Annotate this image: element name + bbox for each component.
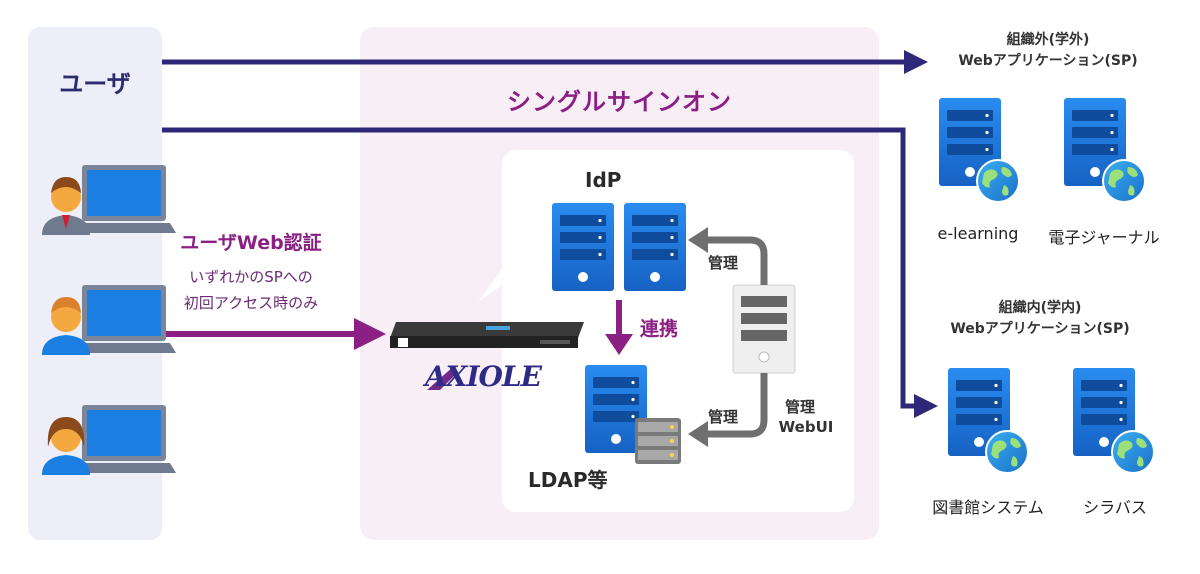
globe-icon <box>1102 159 1146 203</box>
axiole-appliance <box>390 322 584 348</box>
ldap-storage <box>635 418 681 464</box>
sp-elearning-label: e-learning <box>937 224 1019 243</box>
globe-icon <box>976 159 1020 203</box>
idp-server-2 <box>624 203 686 291</box>
webui-server <box>732 284 796 374</box>
globe-icon <box>1111 430 1155 474</box>
axiole-logo-mark <box>427 366 458 390</box>
manage-label-bottom: 管理 <box>708 408 739 426</box>
internal-heading-line2: Webアプリケーション(SP) <box>950 321 1130 337</box>
sp-internal-arrow <box>162 127 938 418</box>
user-pc-2 <box>42 285 176 355</box>
link-arrow <box>605 300 633 355</box>
manage-arrow-top <box>688 227 768 285</box>
manage-arrow-bottom <box>688 373 768 447</box>
sp-external-arrow <box>162 50 928 74</box>
globe-icon <box>985 430 1029 474</box>
ldap-label: LDAP等 <box>528 468 608 492</box>
user-title: ユーザ <box>59 70 131 98</box>
axiole-logo: AXIOLE <box>425 360 542 393</box>
external-heading-line1: 組織外(学外) <box>1006 32 1090 48</box>
auth-note-line1: いずれかのSPへの <box>189 268 313 286</box>
internal-heading-line1: 組織内(学内) <box>998 300 1082 316</box>
link-label: 連携 <box>640 318 679 340</box>
auth-title: ユーザWeb認証 <box>180 232 322 254</box>
auth-note-line2: 初回アクセス時のみ <box>183 294 319 312</box>
user-pc-1 <box>42 165 176 235</box>
sp-library-label: 図書館システム <box>932 498 1044 517</box>
auth-arrow <box>162 318 386 350</box>
manage-label-top: 管理 <box>708 254 739 272</box>
webui-label-line2: WebUI <box>778 418 834 436</box>
idp-label: IdP <box>585 168 622 192</box>
sp-journal-label: 電子ジャーナル <box>1048 228 1160 247</box>
webui-label-line1: 管理 <box>784 398 815 416</box>
sp-syllabus-label: シラバス <box>1083 498 1147 517</box>
callout-tail <box>478 245 560 302</box>
sso-title: シングルサインオン <box>507 88 732 116</box>
external-heading-line2: Webアプリケーション(SP) <box>958 53 1138 69</box>
idp-server-1 <box>552 203 614 291</box>
user-pc-3 <box>42 405 176 475</box>
